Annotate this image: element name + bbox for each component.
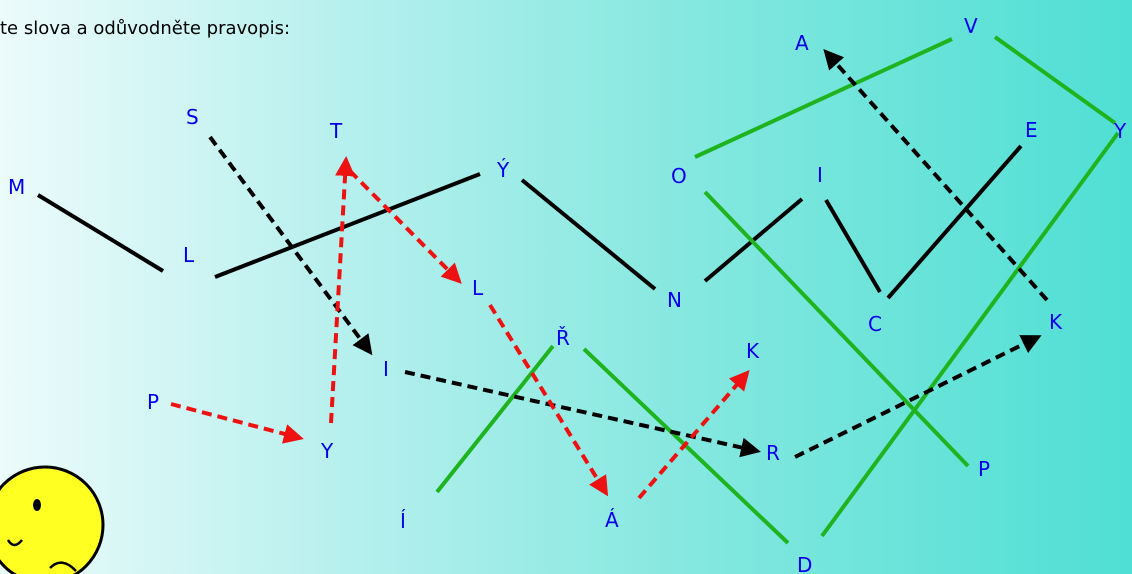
letter-N: N <box>667 288 682 312</box>
letter-M: M <box>8 175 25 199</box>
line-C-E <box>886 144 1023 300</box>
letter-T: T <box>329 119 343 143</box>
line-M-L <box>36 193 165 273</box>
letter-A-acute: Á <box>605 508 619 532</box>
letters: M L S T Ý N O A V Y E I C K L Ř K I P Y … <box>8 14 1127 574</box>
letter-K-mid: K <box>746 339 760 363</box>
arrow-I-R <box>404 370 761 458</box>
letter-L-mid: L <box>472 276 484 300</box>
arrow-P-Y <box>170 402 304 444</box>
arrow-L-A-acute <box>488 303 609 497</box>
letter-L: L <box>183 243 195 267</box>
line-Y-D <box>820 131 1120 538</box>
letter-E: E <box>1025 118 1038 142</box>
letter-P-right: P <box>978 457 990 481</box>
letter-Y-right: Y <box>1113 119 1127 143</box>
line-I-C <box>824 198 882 294</box>
arrow-Y-T <box>329 156 356 424</box>
letter-A: A <box>795 31 809 55</box>
line-I-acute-R-caron <box>435 344 555 494</box>
letter-I-mid: I <box>383 357 389 381</box>
green-word-lines <box>435 35 1120 545</box>
letter-Y-bottom: Y <box>320 439 334 463</box>
letter-Y-acute: Ý <box>496 158 510 182</box>
black-dashed-arrows <box>208 49 1049 459</box>
letter-C: C <box>868 312 882 336</box>
red-dashed-arrows <box>170 156 750 500</box>
arrow-S-I <box>208 135 373 356</box>
letter-S: S <box>186 105 199 129</box>
instruction-text: te slova a odůvodněte pravopis: <box>0 18 291 39</box>
arrow-K-A <box>823 49 1049 302</box>
line-O-V <box>694 37 953 159</box>
letter-I-top: I <box>817 163 823 187</box>
line-L-Y-acute <box>214 172 481 279</box>
arrow-R-K <box>794 335 1042 459</box>
letter-O: O <box>671 164 687 188</box>
line-V-Y <box>993 35 1117 125</box>
letter-I-acute: Í <box>400 509 406 533</box>
letter-P-left: P <box>147 390 159 414</box>
smiley-face-icon <box>0 465 105 574</box>
letter-R-caron: Ř <box>556 326 570 350</box>
line-Y-acute-N <box>520 178 657 291</box>
line-O-P <box>703 190 970 468</box>
arrow-T-L <box>348 169 462 284</box>
letter-K-right: K <box>1049 310 1063 334</box>
letter-V: V <box>964 14 978 38</box>
black-word-lines <box>36 144 1023 300</box>
arrow-A-acute-K <box>637 369 750 500</box>
letter-R: R <box>766 441 780 465</box>
letter-D: D <box>797 553 812 574</box>
